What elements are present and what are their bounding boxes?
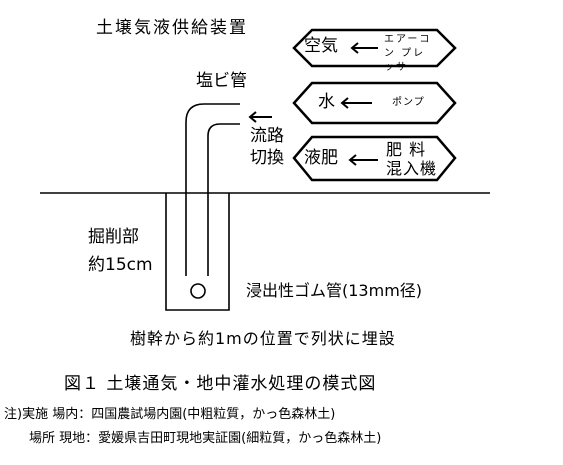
- water-arrow: [340, 97, 372, 109]
- excavation-label: 掘削部: [88, 227, 139, 247]
- fertilizer-device-text: 肥 料 混入機: [386, 140, 438, 178]
- caption-note-2: 場所 現地：愛媛県吉田町現地実証園(細粒質，かっ色森林土): [29, 431, 382, 446]
- water-label: 水: [318, 92, 335, 112]
- water-device-label: ポンプ: [392, 97, 425, 108]
- switch-label-line1: 流路: [250, 126, 284, 146]
- fertilizer-device-label: 肥 料 混入機: [386, 140, 438, 178]
- pvc-pipe-inner: [207, 123, 240, 276]
- fertilizer-source-box: [292, 135, 457, 182]
- excavation-trench: [165, 193, 230, 311]
- pvc-pipe-label: 塩ビ管: [196, 71, 247, 91]
- water-source-box: [292, 81, 457, 125]
- fertilizer-arrow: [348, 154, 378, 166]
- fertilizer-label: 液肥: [304, 148, 338, 168]
- pvc-pipe: [185, 103, 240, 276]
- depth-label: 約15cm: [88, 255, 153, 275]
- air-device-label: エアーコン プレッサ: [384, 33, 436, 75]
- switch-label-line2: 切換: [250, 148, 284, 168]
- air-arrow: [350, 42, 378, 54]
- air-label: 空気: [304, 36, 338, 56]
- tube-label: 浸出性ゴム管(13mm径): [246, 281, 423, 300]
- air-device-text: エアーコン プレッサ: [384, 34, 432, 73]
- placement-note: 樹幹から約1mの位置で列状に埋設: [130, 329, 396, 348]
- diagram-title: 土壌気液供給装置: [96, 18, 248, 38]
- switch-arrow: [248, 111, 272, 123]
- rubber-tube-icon: [190, 283, 206, 299]
- caption-note-1: 注)実施 場内：四国農試場内園(中粗粒質，かっ色森林土): [4, 407, 336, 422]
- air-source-box: [292, 28, 457, 68]
- figure-caption: 図１ 土壌通気・地中灌水処理の模式図: [64, 374, 377, 394]
